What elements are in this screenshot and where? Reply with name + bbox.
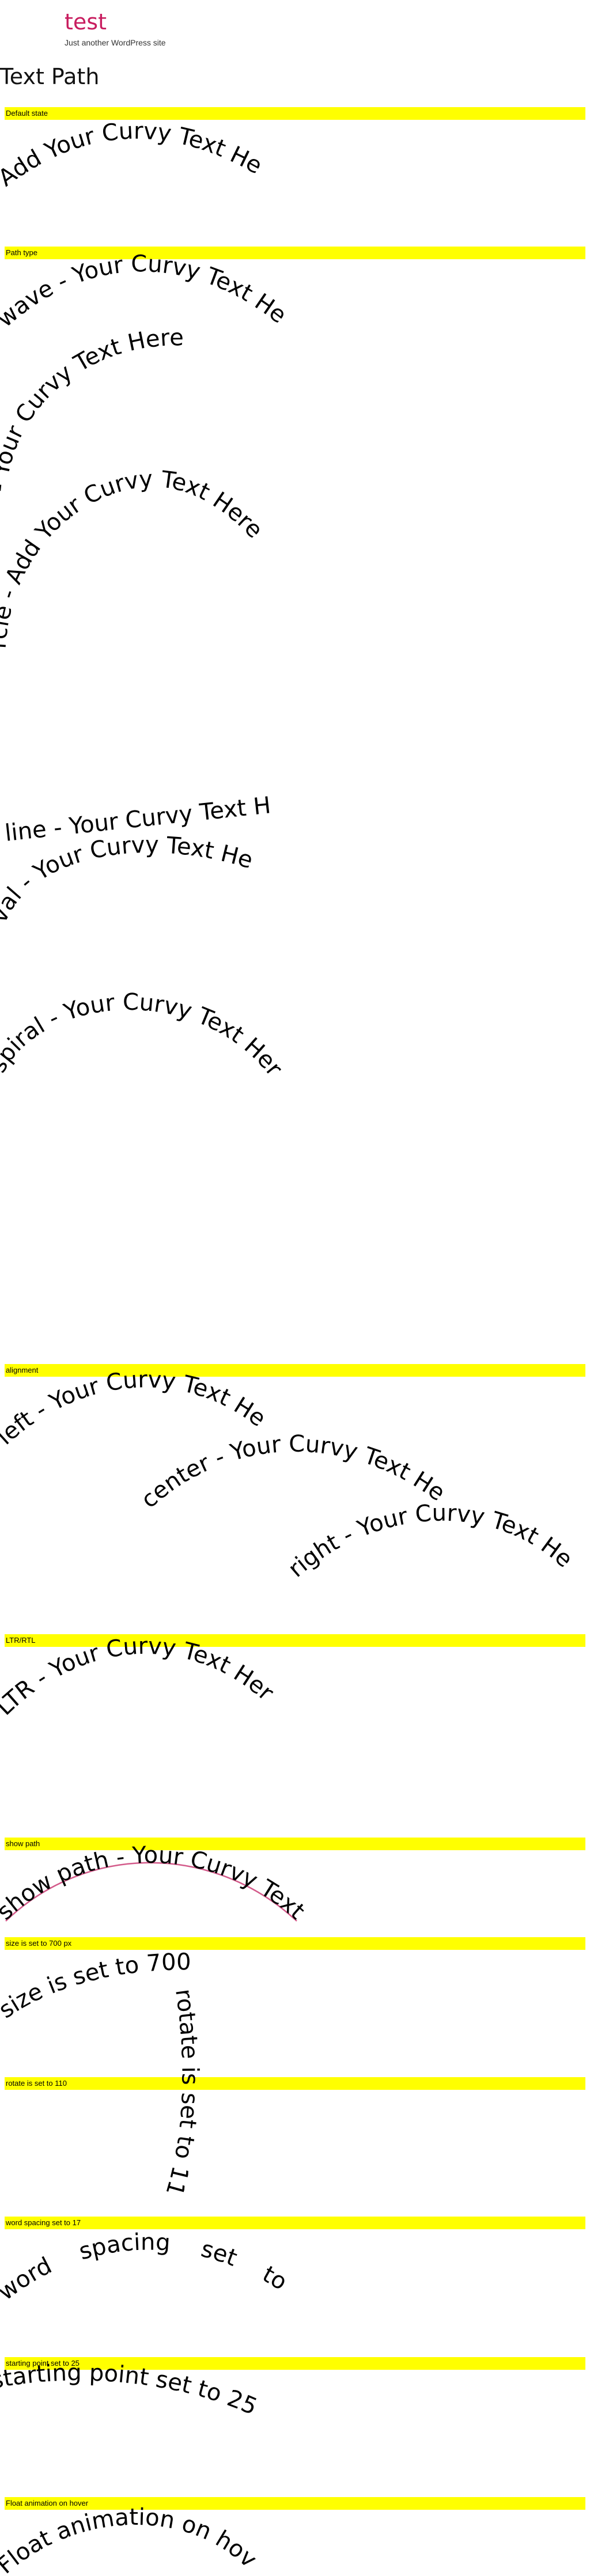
curvy-text-arc: arc - Your Curvy Text Here	[0, 0, 184, 493]
section-label-rotate: rotate is set to 110	[5, 2077, 585, 2090]
curvy-text-align-right: right - Your Curvy Text Here	[0, 0, 578, 1582]
section-label-ltr-rtl: LTR/RTL	[5, 1634, 585, 1647]
curvy-text-align-left: left - Your Curvy Text Here	[0, 0, 271, 1450]
section-label-size: size is set to 700 px	[5, 1937, 585, 1950]
site-tagline: Just another WordPress site	[65, 38, 166, 47]
curvy-text-circle: circle - Add Your Curvy Text Here	[0, 0, 268, 649]
section-label-alignment: alignment	[5, 1364, 585, 1377]
section-label-default-state: Default state	[5, 107, 585, 120]
site-header: test Just another WordPress site	[65, 8, 410, 54]
page-title: Text Path	[0, 64, 100, 89]
site-title[interactable]: test	[65, 9, 107, 35]
section-label-show-path: show path	[5, 1838, 585, 1850]
section-label-float-animation: Float animation on hover	[5, 2497, 585, 2510]
curvy-text-default: Add Your Curvy Text Here	[0, 0, 266, 192]
section-label-word-spacing: word spacing set to 17	[5, 2217, 585, 2229]
section-label-starting-point: starting point set to 25	[5, 2357, 585, 2370]
section-label-path-type: Path type	[5, 247, 585, 259]
curvy-text-starting-point: starting point set to 25	[0, 2359, 261, 2420]
curvy-text-align-center: center - Your Curvy Text Here	[0, 0, 450, 1513]
curvy-text-rtl: הנה טקסט מימין לשמאל -RTL	[0, 0, 9, 6]
